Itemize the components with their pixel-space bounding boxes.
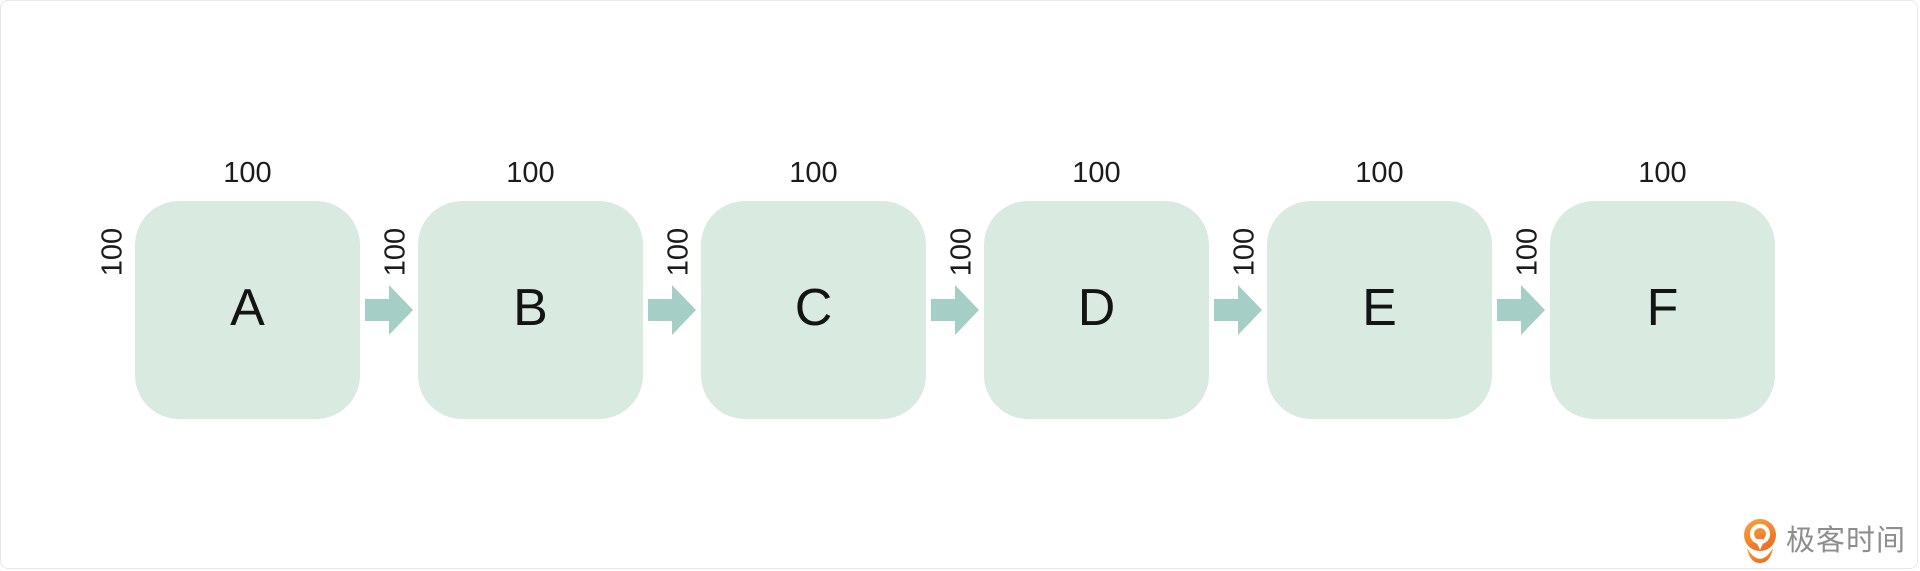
- right-arrow-icon: [931, 285, 979, 335]
- node-top-label: 100: [1355, 157, 1404, 189]
- flow-arrow: [643, 201, 701, 419]
- node-box: E: [1267, 201, 1492, 419]
- flow-arrow: [1209, 201, 1267, 419]
- node-box: D: [984, 201, 1209, 419]
- node-box: F: [1550, 201, 1775, 419]
- geektime-pin-icon: [1744, 519, 1776, 563]
- node-top-label: 100: [1072, 157, 1121, 189]
- brand-name: 极客时间: [1786, 525, 1907, 557]
- flow-node: 100 100 F: [1512, 157, 1775, 419]
- node-letter: E: [1362, 279, 1397, 337]
- flow-arrow: [926, 201, 984, 419]
- node-box: A: [135, 201, 360, 419]
- node-side-label: 100: [1511, 227, 1544, 277]
- flow-node: 100 100 D: [946, 157, 1209, 419]
- flow-node: 100 100 B: [380, 157, 643, 419]
- node-side-label: 100: [379, 227, 412, 277]
- node-letter: D: [1077, 279, 1116, 337]
- node-letter: A: [230, 279, 265, 337]
- right-arrow-icon: [1497, 285, 1545, 335]
- node-letter: F: [1646, 279, 1679, 337]
- node-top-label: 100: [789, 157, 838, 189]
- node-side-label: 100: [1228, 227, 1261, 277]
- node-letter: C: [794, 279, 833, 337]
- node-side-label: 100: [945, 227, 978, 277]
- brand-logo: 极客时间: [1743, 519, 1906, 563]
- right-arrow-icon: [365, 285, 413, 335]
- right-arrow-icon: [1214, 285, 1262, 335]
- flow-arrow: [360, 201, 418, 419]
- node-side-label: 100: [96, 227, 129, 277]
- right-arrow-icon: [648, 285, 696, 335]
- flow-node: 100 100 E: [1229, 157, 1492, 419]
- node-top-label: 100: [1638, 157, 1687, 189]
- flow-arrow: [1492, 201, 1550, 419]
- flow-node: 100 100 C: [663, 157, 926, 419]
- node-top-label: 100: [506, 157, 555, 189]
- node-box: C: [701, 201, 926, 419]
- node-box: B: [418, 201, 643, 419]
- flow-diagram: 100 100 A 100 100 B 100 100 C: [97, 157, 1775, 419]
- node-letter: B: [513, 279, 548, 337]
- node-side-label: 100: [662, 227, 695, 277]
- flow-node: 100 100 A: [97, 157, 360, 419]
- node-top-label: 100: [223, 157, 272, 189]
